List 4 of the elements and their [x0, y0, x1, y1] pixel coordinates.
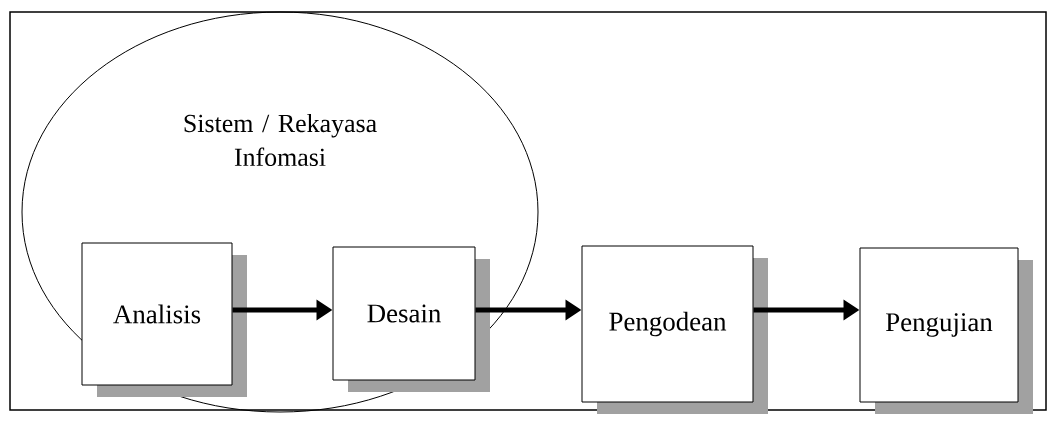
process-box: Pengujian [859, 247, 1033, 414]
process-box: Desain [332, 246, 490, 392]
process-box: Pengodean [581, 245, 768, 414]
process-box: Analisis [81, 242, 247, 397]
